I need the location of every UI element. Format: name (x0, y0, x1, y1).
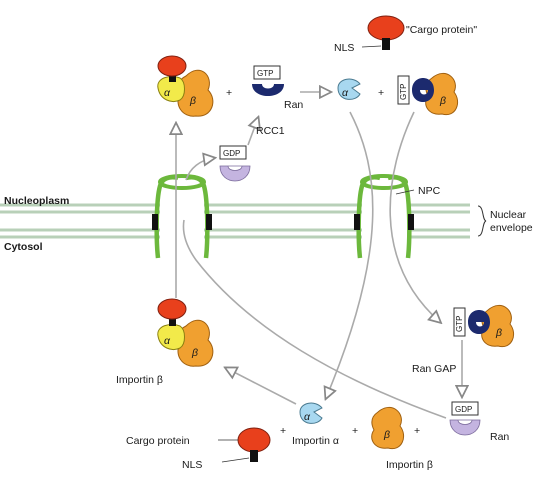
ran-gdp-bottom: GDP Ran (449, 401, 509, 443)
nucleoplasm-label: Nucleoplasm (4, 195, 69, 207)
plus-3: + (280, 425, 286, 437)
envelope-label: envelope (490, 222, 533, 234)
nuclear-label: Nuclear (490, 209, 527, 221)
gtp-tag-right: GTP (399, 84, 408, 100)
ran-gap-label: Ran GAP (412, 363, 456, 375)
nls-top-label: NLS (334, 42, 354, 54)
ran-gtp-top: GTP Ran RCC1 (252, 65, 303, 137)
gdp-tag-middle: GDP (223, 149, 240, 158)
beta-symbol-lower: β (495, 327, 502, 339)
alpha-symbol-top: α (164, 87, 171, 99)
beta-symbol-top: β (189, 95, 196, 107)
nuclear-pore-left (152, 174, 212, 259)
beta-symbol-right: β (439, 95, 446, 107)
gtp-tag-lower: GTP (455, 316, 464, 332)
cargo-protein-top-label: "Cargo protein" (406, 24, 477, 36)
importin-alpha-top: α (337, 78, 361, 100)
beta-symbol-bottom: β (383, 429, 390, 441)
npc-label: NPC (418, 185, 441, 197)
cytosol-label: Cytosol (4, 241, 43, 253)
importin-beta-mid-label: Importin β (116, 374, 163, 386)
ran-gtp-beta-lower: GTP β Ran GAP (412, 304, 514, 375)
ran-bottom-label: Ran (490, 431, 509, 443)
plus-2: + (378, 87, 384, 99)
plus-4: + (352, 425, 358, 437)
plus-1: + (226, 87, 232, 99)
ran-gdp-middle: GDP (219, 145, 251, 182)
beta-symbol-mid: β (191, 347, 198, 359)
alpha-symbol-right: α (342, 87, 349, 99)
nuclear-envelope-label-group: Nuclear envelope (477, 205, 533, 237)
import-complex-top: β α (157, 55, 214, 117)
cargo-protein-bottom: Cargo protein NLS (126, 427, 271, 471)
alpha-symbol-bottom: α (304, 411, 311, 423)
npc-label-group: NPC (395, 185, 441, 197)
cargo-protein-bottom-label: Cargo protein (126, 435, 190, 447)
ran-gtp-beta-top: GTP β (397, 72, 458, 116)
gtp-tag-top: GTP (257, 69, 273, 78)
gdp-tag-bottom: GDP (455, 405, 472, 414)
importin-beta-bottom: β Importin β (371, 406, 433, 471)
alpha-symbol-mid: α (164, 335, 171, 347)
ran-top-label: Ran (284, 99, 303, 111)
nls-bottom-label: NLS (182, 459, 202, 471)
importin-alpha-bottom: α Importin α (292, 402, 339, 447)
nuclear-envelope (0, 203, 470, 239)
pathway-arrows (176, 92, 462, 419)
rcc1-label: RCC1 (256, 125, 285, 137)
cargo-protein-top: "Cargo protein" NLS (334, 15, 477, 54)
importin-alpha-label: Importin α (292, 435, 339, 447)
nuclear-pore-right (354, 174, 414, 259)
plus-5: + (414, 425, 420, 437)
importin-beta-bottom-label: Importin β (386, 459, 433, 471)
import-complex-mid: β α Importin β (116, 298, 214, 386)
